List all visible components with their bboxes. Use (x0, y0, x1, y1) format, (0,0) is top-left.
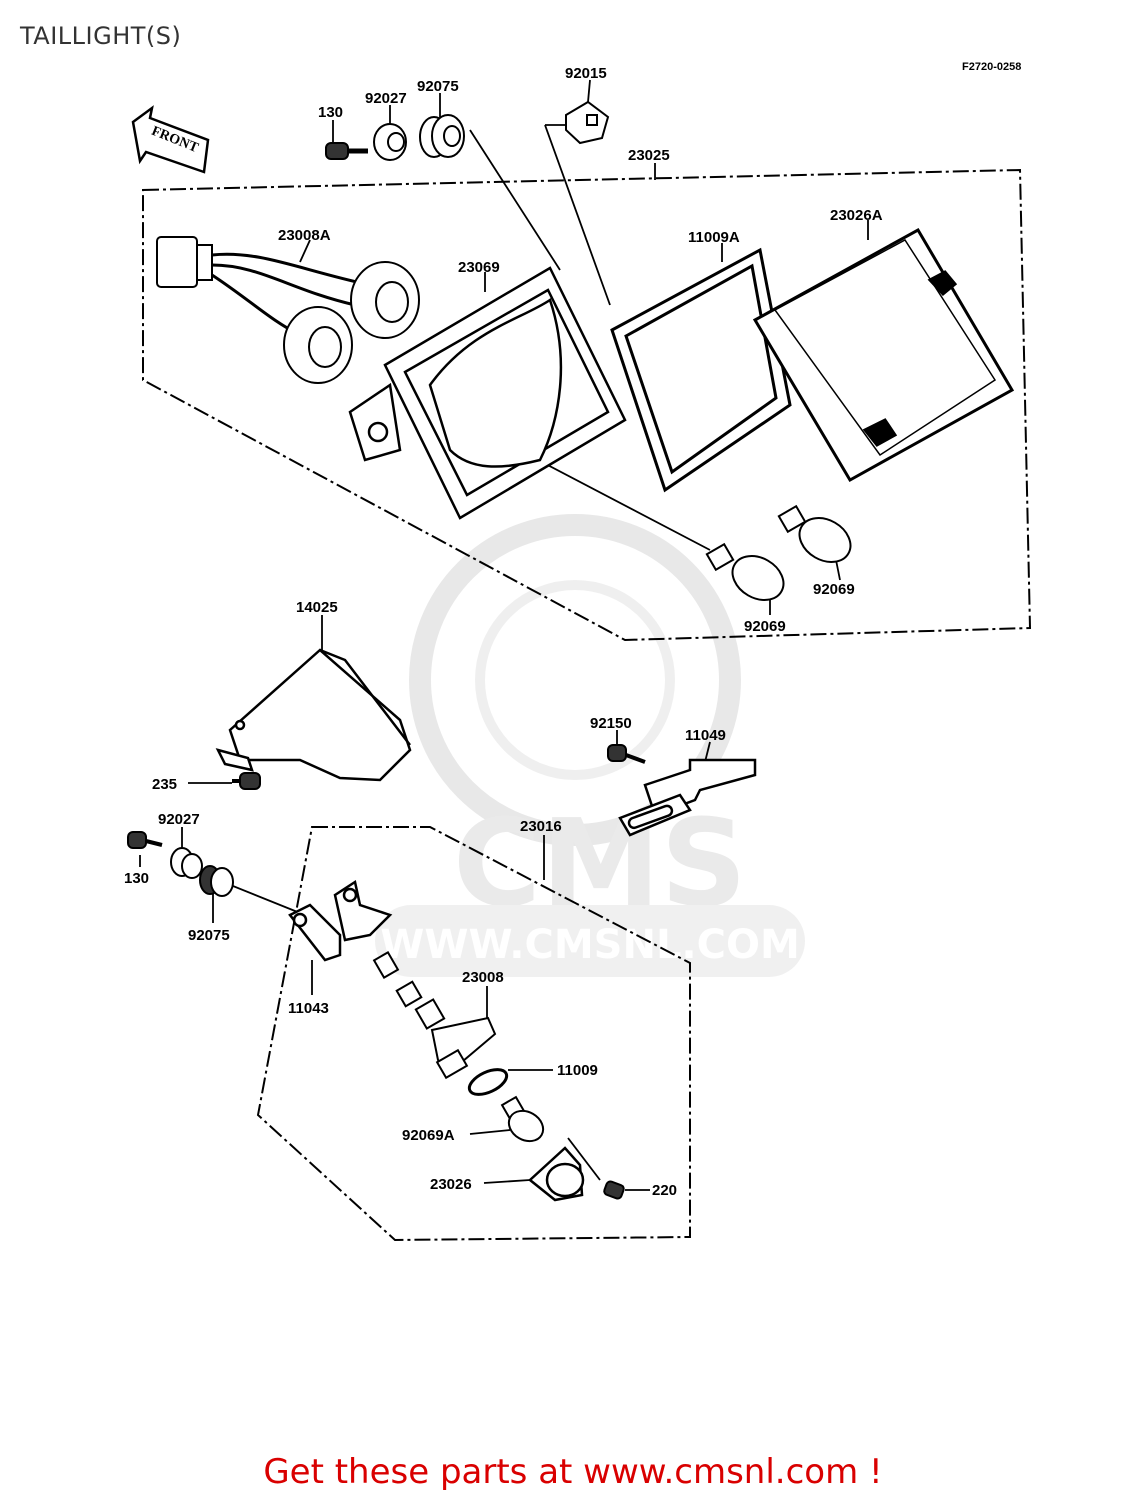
lens-23026A (752, 227, 1015, 483)
label-23008: 23008 (462, 969, 504, 986)
grommet-92075-top (419, 114, 465, 158)
bulb-92069-right (777, 504, 852, 563)
label-23025: 23025 (628, 147, 670, 164)
label-130-bottom: 130 (124, 870, 149, 887)
label-23069: 23069 (458, 259, 500, 276)
watermark: CMS WWW.CMSNL.COM (375, 514, 805, 977)
label-23026: 23026 (430, 1176, 472, 1193)
label-92069A: 92069A (402, 1127, 455, 1144)
label-220: 220 (652, 1182, 677, 1199)
bulb-92069A (500, 1095, 545, 1143)
lens-23026 (528, 1146, 585, 1202)
nut-92015 (565, 100, 610, 145)
collar-92027-bottom (170, 847, 203, 879)
housing-23069 (348, 266, 627, 520)
watermark-url: WWW.CMSNL.COM (380, 922, 800, 968)
label-235: 235 (152, 776, 177, 793)
label-23026A: 23026A (830, 207, 883, 224)
part-labels: 130 92027 92075 92015 23025 23008A 23069… (124, 65, 883, 1199)
gasket-11009 (467, 1068, 509, 1096)
label-23016: 23016 (520, 818, 562, 835)
collar-92027-top (373, 123, 407, 161)
label-92069-right: 92069 (813, 581, 855, 598)
socket-23008 (372, 950, 497, 1080)
gasket-11009A (610, 247, 792, 493)
label-92075-bottom: 92075 (188, 927, 230, 944)
label-11049: 11049 (685, 727, 726, 744)
label-14025: 14025 (296, 599, 338, 616)
front-arrow-icon: FRONT (131, 105, 210, 174)
bracket-11049 (618, 758, 757, 837)
grommet-92075-bottom (199, 865, 234, 897)
label-11043: 11043 (288, 1000, 329, 1017)
screw-130-bottom (127, 831, 163, 849)
group-outline-23025 (142, 168, 1032, 642)
label-11009A: 11009A (688, 229, 740, 246)
label-92027-top: 92027 (365, 90, 407, 107)
label-92075-top: 92075 (417, 78, 459, 95)
bulb-92069-left (705, 542, 785, 601)
harness-23008A (156, 236, 420, 384)
label-23008A: 23008A (278, 227, 331, 244)
label-130-top: 130 (318, 104, 343, 121)
label-92150: 92150 (590, 715, 632, 732)
bolt-92150 (607, 744, 646, 764)
page-title: TAILLIGHT(S) (20, 22, 182, 50)
group-outline-23016 (256, 826, 691, 1242)
screw-235 (232, 772, 261, 790)
screw-220 (603, 1180, 625, 1200)
screw-130-top (325, 142, 368, 160)
label-11009: 11009 (557, 1062, 598, 1079)
label-92015: 92015 (565, 65, 607, 82)
bracket-11043 (288, 879, 393, 962)
drawing-code: F2720-0258 (962, 61, 1021, 73)
label-92027-bottom: 92027 (158, 811, 200, 828)
label-92069-left: 92069 (744, 618, 786, 635)
footer-link[interactable]: Get these parts at www.cmsnl.com ! (263, 1452, 883, 1492)
cover-14025 (215, 648, 412, 782)
